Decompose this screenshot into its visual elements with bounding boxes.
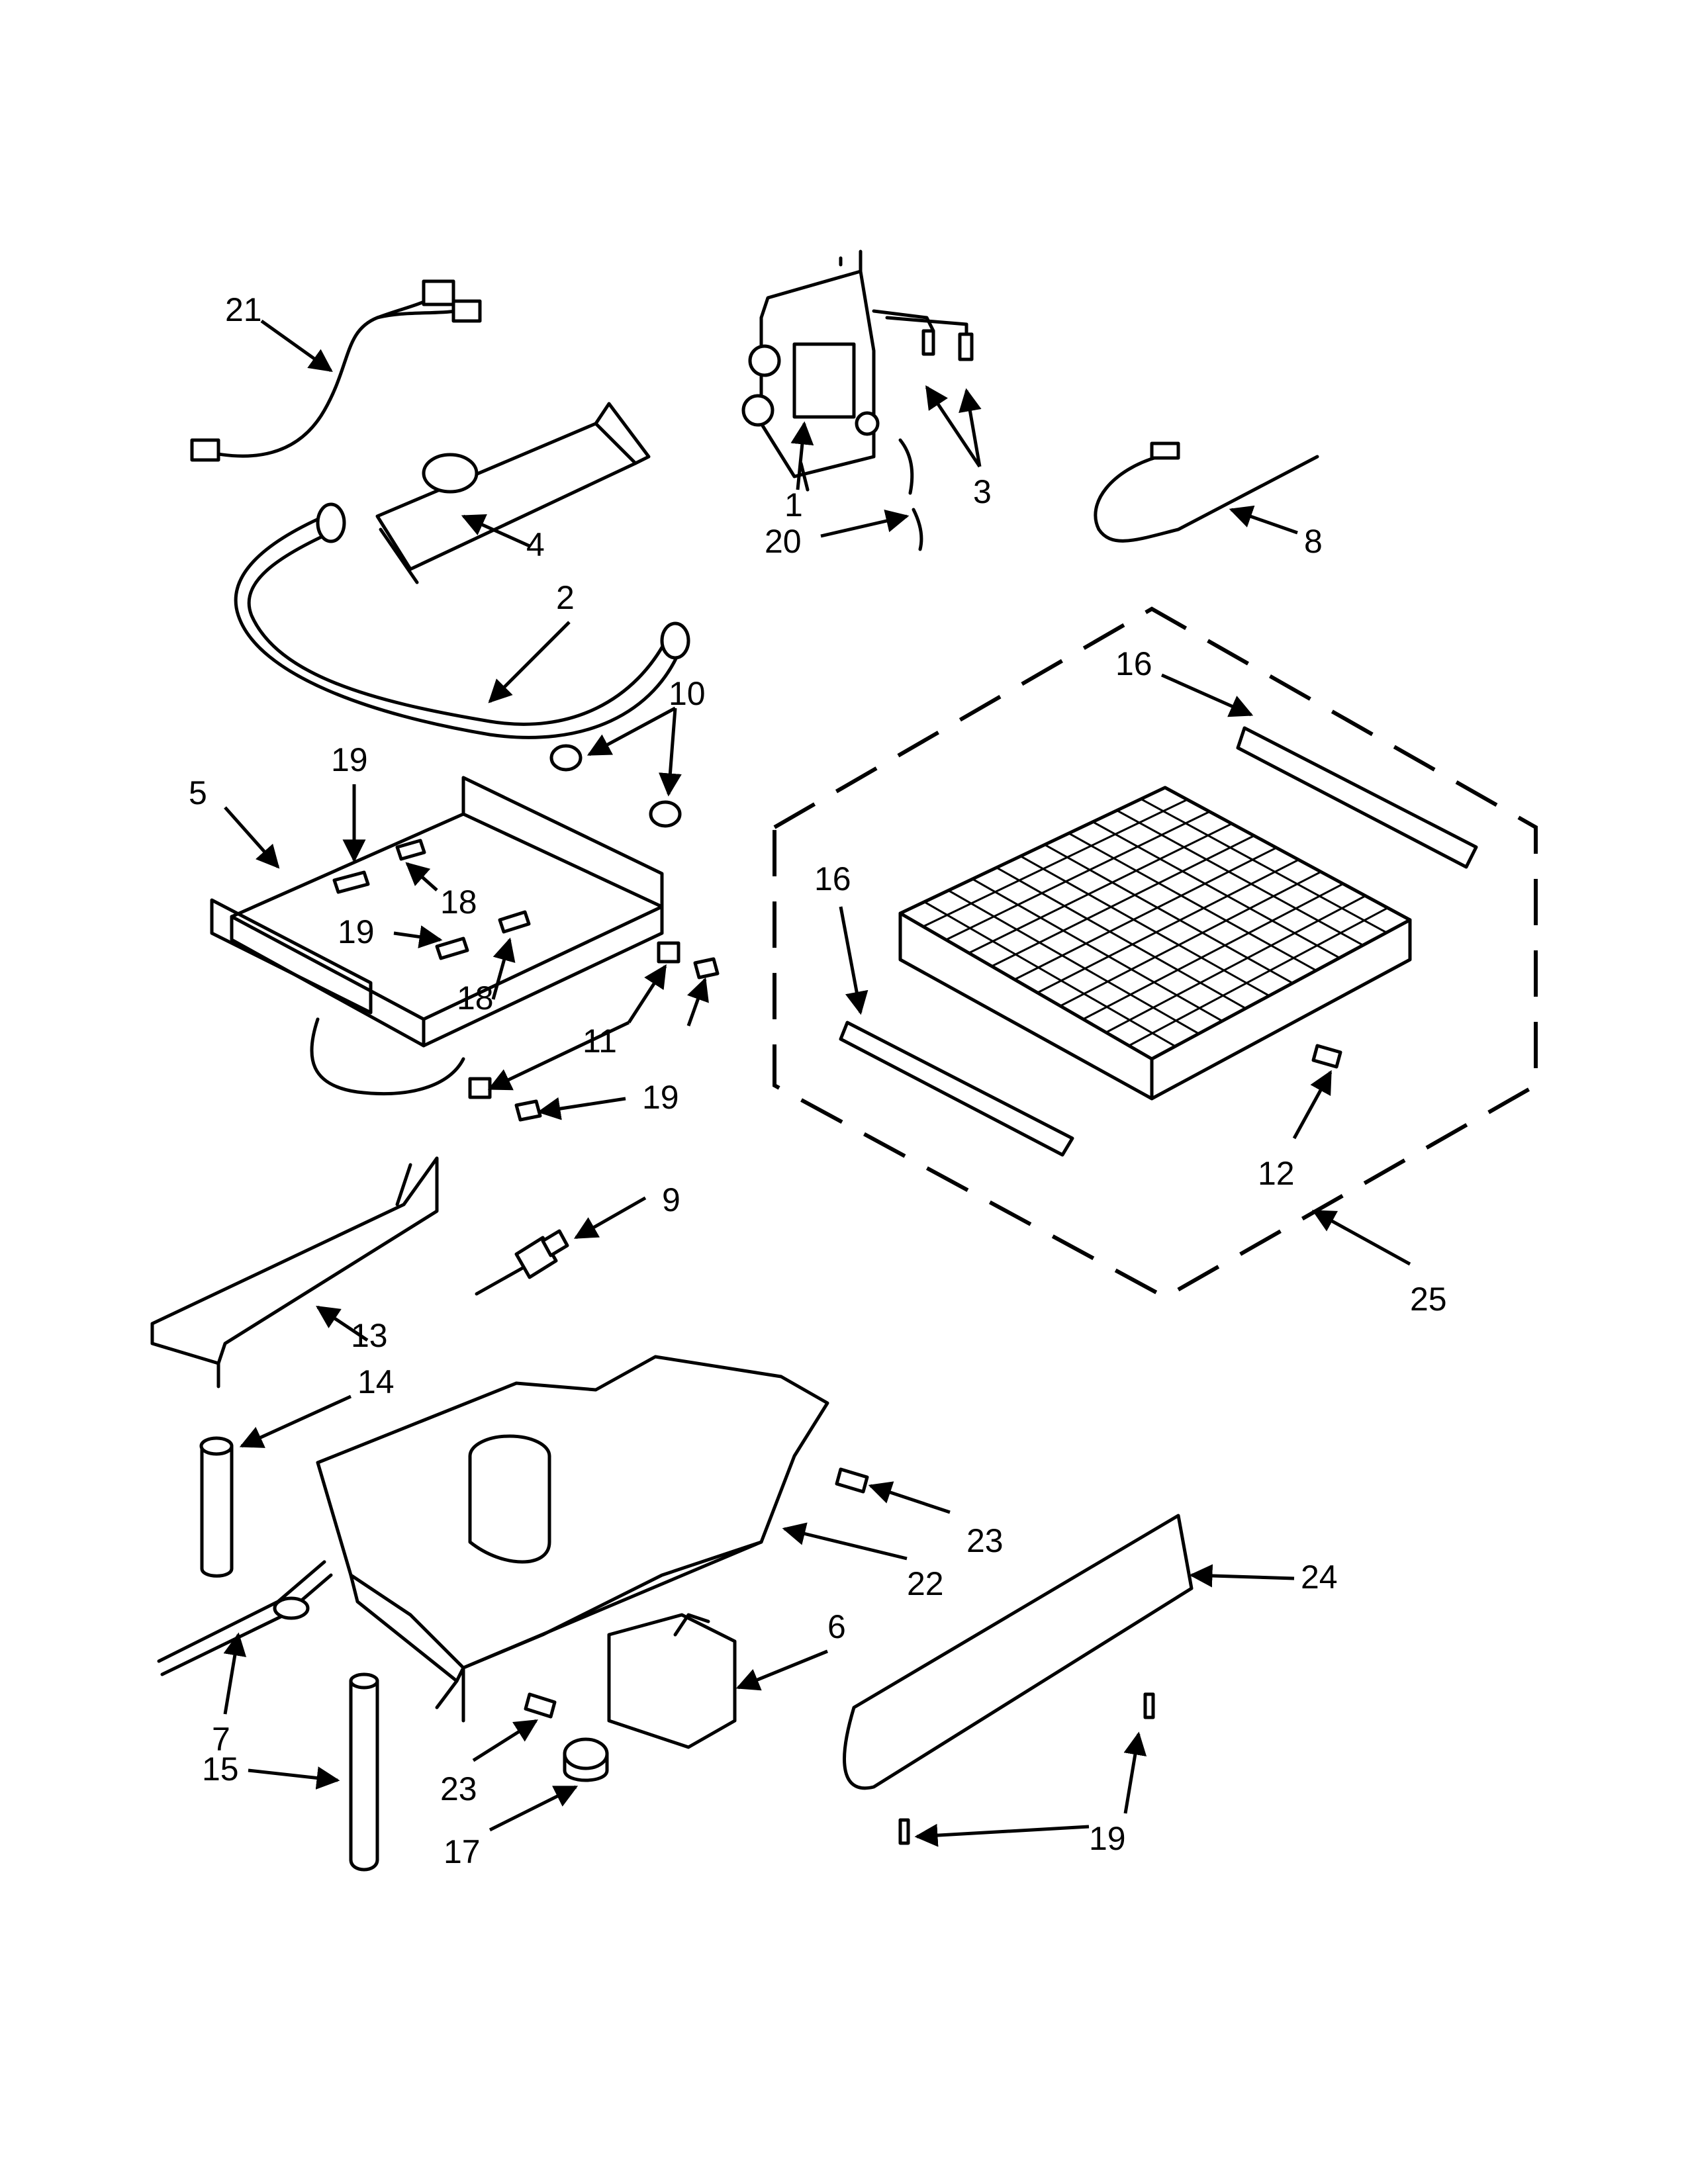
rack-wire <box>1140 797 1387 934</box>
callout-labels: 21 4 2 1 3 20 8 16 16 10 19 5 18 19 18 1… <box>189 291 1447 1870</box>
callout-1: 1 <box>784 486 803 523</box>
screw-pair-part <box>872 309 974 361</box>
leader-lines <box>223 319 1411 1847</box>
assembly-boundary <box>773 606 1538 1300</box>
callout-16-top: 16 <box>1115 645 1152 682</box>
callout-18-b: 18 <box>457 979 494 1017</box>
rack-wire <box>991 835 1255 968</box>
callout-21: 21 <box>225 291 262 328</box>
callout-10: 10 <box>669 675 706 712</box>
rack-wire <box>1116 809 1364 946</box>
callout-20: 20 <box>765 523 802 560</box>
sleeve-part <box>199 1436 234 1578</box>
screw-12-part <box>1311 1044 1342 1069</box>
valve-tube-part <box>157 1560 333 1676</box>
callout-8: 8 <box>1304 523 1323 560</box>
ice-rack-grid-part <box>898 786 1412 1101</box>
valve-fitting-part <box>475 1229 569 1296</box>
motor-part <box>607 1613 737 1749</box>
callout-19-b: 19 <box>338 913 375 950</box>
screw-23b-part <box>524 1692 557 1719</box>
rack-wire <box>945 811 1210 941</box>
rack-wire <box>1068 832 1317 972</box>
callout-7: 7 <box>212 1721 230 1758</box>
mounting-bracket-part <box>210 776 664 1095</box>
rack-wire <box>1105 895 1366 1034</box>
callout-19-d: 19 <box>1089 1820 1126 1857</box>
cover-strip-part <box>839 726 1478 1157</box>
callout-2: 2 <box>556 579 575 616</box>
ice-bin-part <box>316 1355 829 1723</box>
grommet-pair-part <box>549 744 682 828</box>
rack-wire <box>1014 846 1277 981</box>
callout-13: 13 <box>351 1317 388 1354</box>
callout-14: 14 <box>357 1363 395 1400</box>
callout-16-left: 16 <box>814 860 851 897</box>
callout-23-left: 23 <box>440 1770 477 1807</box>
screw-19b-part <box>898 1818 910 1845</box>
callout-19-a: 19 <box>331 741 368 778</box>
callout-17: 17 <box>444 1833 481 1870</box>
screw-19-part <box>1143 1692 1155 1719</box>
callout-24: 24 <box>1301 1559 1338 1596</box>
ice-maker-module-part <box>741 250 880 492</box>
callout-6: 6 <box>827 1608 846 1645</box>
rack-wire <box>1128 907 1389 1047</box>
ice-chute-part <box>150 1156 439 1388</box>
callout-22: 22 <box>907 1565 944 1602</box>
callout-19-c: 19 <box>642 1079 679 1116</box>
rack-wire <box>1044 844 1293 984</box>
rack-wire <box>947 889 1199 1035</box>
callout-15: 15 <box>202 1751 239 1788</box>
fill-tube-part <box>234 502 690 739</box>
front-panel-part <box>843 1514 1194 1790</box>
callout-18-a: 18 <box>440 884 477 921</box>
bracket-fastener-group <box>332 839 531 960</box>
rack-wire <box>923 901 1176 1048</box>
rack-wire <box>922 798 1188 928</box>
screw-23a-part <box>835 1467 869 1494</box>
small-hose-part <box>898 438 923 551</box>
u-tube-part <box>1094 441 1319 543</box>
rack-wire <box>1020 855 1270 997</box>
rack-wire <box>1082 883 1344 1021</box>
wire-harness-part <box>190 279 482 462</box>
rack-wire <box>1060 870 1322 1007</box>
rack-wire <box>1092 821 1340 959</box>
rack-wire <box>1037 858 1299 994</box>
nut-part <box>563 1737 609 1782</box>
long-tube-part <box>349 1672 379 1872</box>
ice-maker-auger-part <box>375 402 651 584</box>
callout-23-right: 23 <box>966 1522 1004 1559</box>
rack-wire <box>968 823 1233 954</box>
rack-wire <box>972 878 1223 1023</box>
callout-12: 12 <box>1258 1155 1295 1192</box>
callout-3: 3 <box>973 473 992 510</box>
callout-11: 11 <box>583 1023 617 1060</box>
callout-5: 5 <box>189 774 207 811</box>
callout-25: 25 <box>1410 1281 1447 1318</box>
callout-9: 9 <box>662 1181 680 1218</box>
callout-4: 4 <box>526 526 545 563</box>
rack-wire <box>996 866 1246 1009</box>
